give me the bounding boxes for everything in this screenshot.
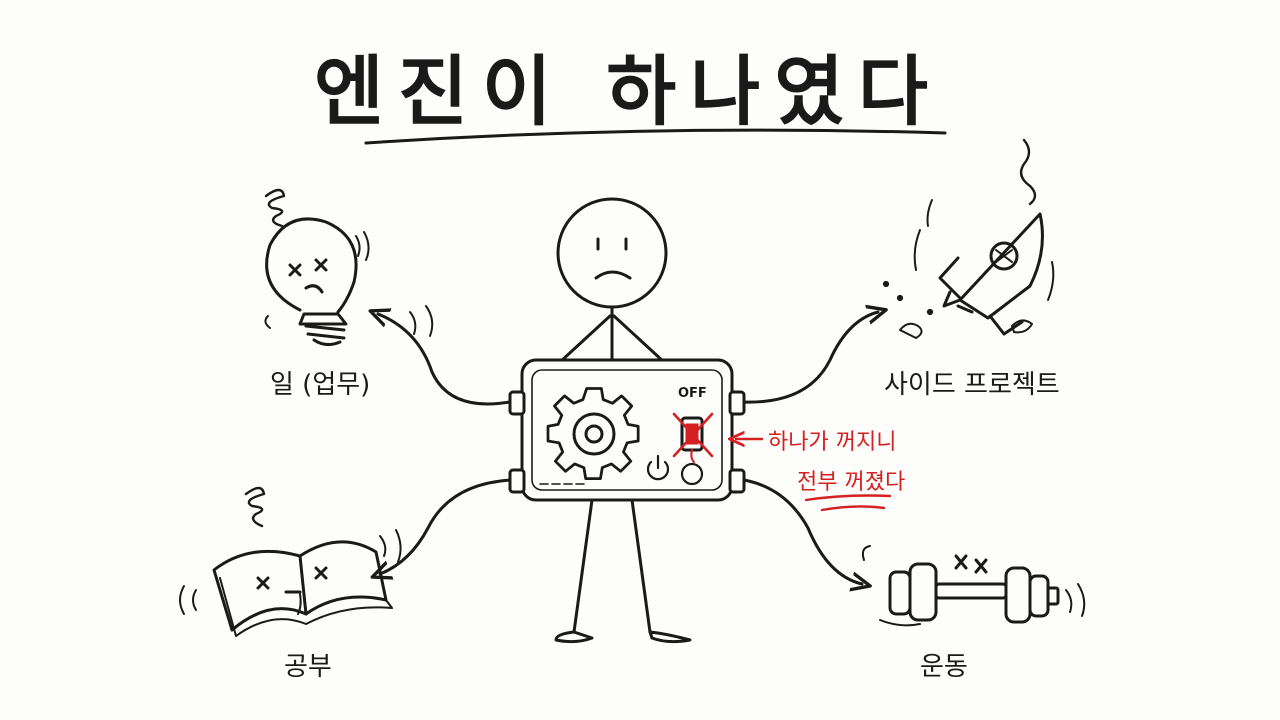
- sad-face: [594, 237, 632, 280]
- cable-work: [378, 314, 512, 406]
- engine-box: [508, 358, 746, 502]
- power-icon: [646, 454, 670, 481]
- gear-icon: [546, 387, 640, 481]
- dead-lightbulb-icon: [264, 188, 434, 347]
- stick-figure: [554, 197, 692, 644]
- cable-side-project: [742, 312, 878, 404]
- label-work: 일 (업무): [270, 370, 371, 400]
- page-title: 엔진이 하나였다: [314, 47, 942, 136]
- label-exercise: 운동: [920, 652, 968, 682]
- open-book-icon: [179, 486, 402, 637]
- label-side-project: 사이드 프로젝트: [884, 370, 1060, 400]
- dumbbell-icon: [861, 545, 1086, 627]
- switch-off-label: OFF: [678, 386, 707, 401]
- cable-exercise: [742, 478, 862, 584]
- figure-head: [556, 197, 668, 309]
- cable-study: [380, 478, 512, 574]
- annotation-line-1: 하나가 꺼지니: [768, 430, 897, 455]
- annotation-underline: [804, 494, 892, 512]
- power-indicator-icon: [680, 462, 704, 486]
- annotation-line-2: 전부 꺼졌다: [797, 470, 906, 495]
- title-underline: [364, 128, 947, 145]
- label-study: 공부: [284, 652, 332, 682]
- toggle-switch-icon: [672, 412, 714, 463]
- rocket-icon: [882, 138, 1055, 339]
